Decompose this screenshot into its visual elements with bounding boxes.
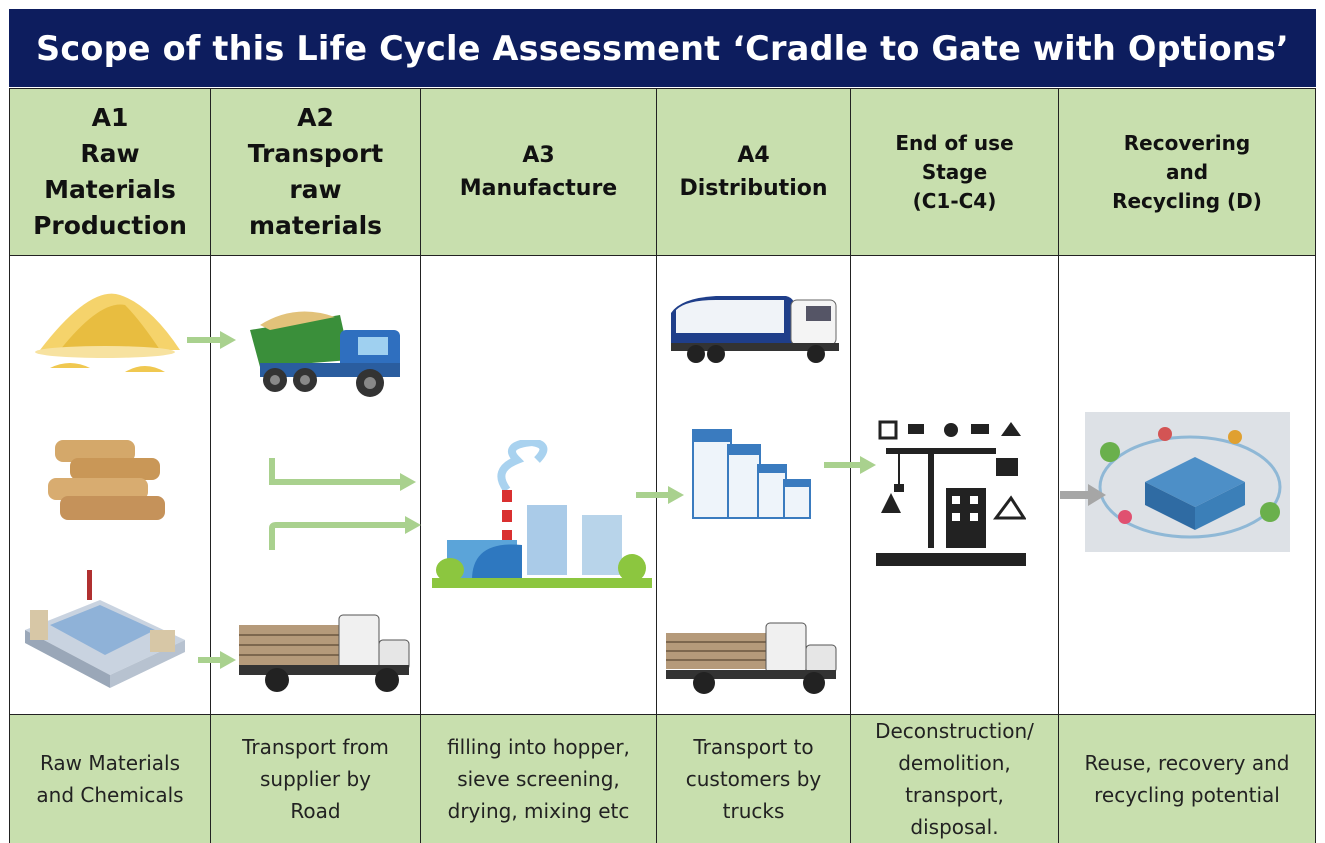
flatbed-truck-icon (239, 614, 410, 692)
sand-pile-icon (35, 293, 180, 372)
header-a2: A2 Transport raw materials (210, 88, 421, 256)
title-banner: Scope of this Life Cycle Assessment ‘Cra… (9, 9, 1316, 87)
arrow-bags-to-manufacture (269, 458, 400, 485)
flatbed-truck-distribution-icon (666, 622, 837, 694)
footer-recycling: Reuse, recovery and recycling potential (1058, 714, 1316, 843)
recycling-facility-icon (1085, 412, 1290, 552)
header-end-of-use: End of use Stage (C1-C4) (850, 88, 1059, 256)
diagram-title: Scope of this Life Cycle Assessment ‘Cra… (36, 28, 1289, 68)
factory-building-icon (432, 440, 652, 588)
dump-truck-icon (250, 311, 400, 397)
header-a1: A1 Raw Materials Production (9, 88, 211, 256)
arrow-truck-to-manufacture (269, 522, 405, 550)
footer-a2: Transport from supplier by Road (210, 714, 421, 843)
footer-end-of-use: Deconstruction/ demolition, transport, d… (850, 714, 1059, 843)
product-bags-icon (692, 429, 811, 519)
cement-bags-icon (48, 440, 165, 520)
header-recycling: Recovering and Recycling (D) (1058, 88, 1316, 256)
footer-a3: filling into hopper, sieve screening, dr… (420, 714, 657, 843)
raw-material-factory-icon (25, 570, 185, 688)
footer-a4: Transport to customers by trucks (656, 714, 851, 843)
header-a3: A3 Manufacture (420, 88, 657, 256)
header-a4: A4 Distribution (656, 88, 851, 256)
tanker-truck-icon (671, 296, 839, 363)
body-a3 (420, 256, 657, 714)
construction-icons-icon (876, 418, 1026, 566)
